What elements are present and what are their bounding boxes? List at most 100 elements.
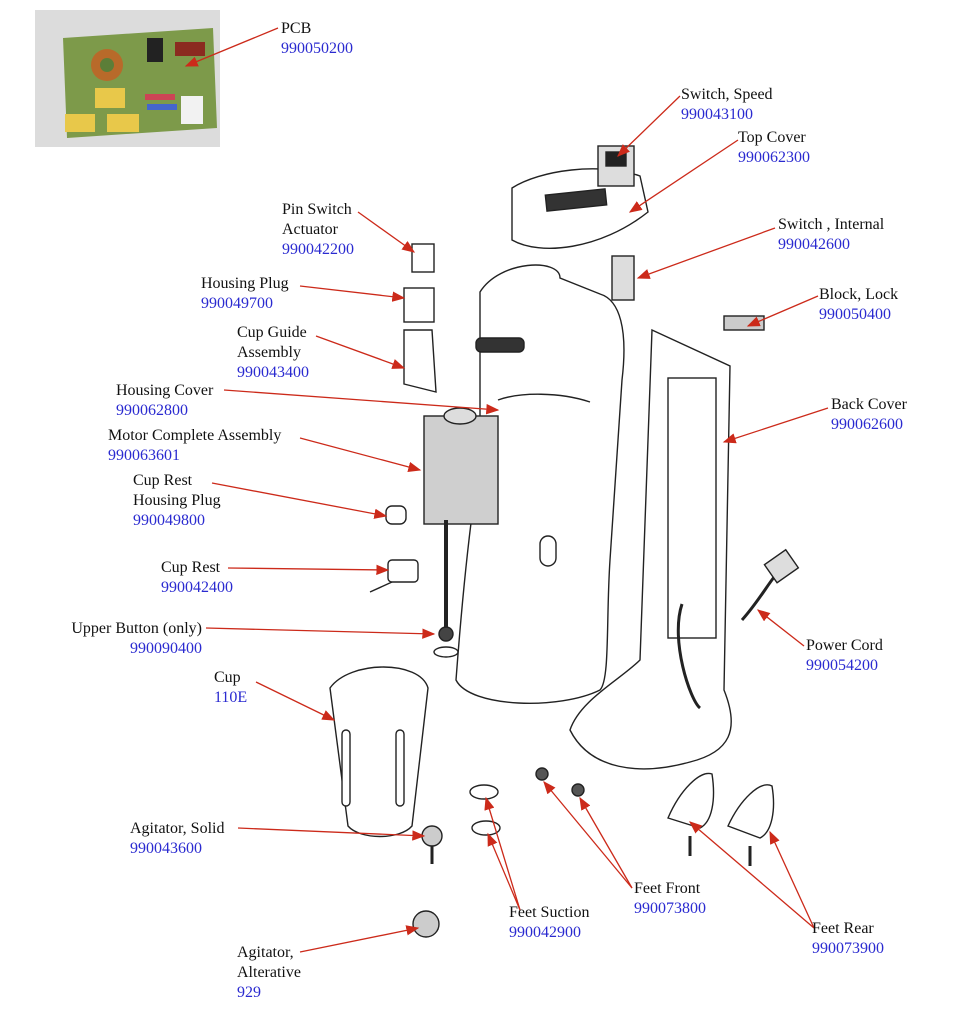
label-cup-guide-assembly-name-1: Cup Guide [237,324,307,341]
leader-housing-cover [223,389,500,415]
pcb-photo [35,10,220,147]
label-pcb-name: PCB [281,20,312,37]
leader-feet-suction-2 [487,832,521,911]
label-upper-button-part: 990090400 [130,640,202,657]
label-motor-complete-assembly-part: 990063601 [108,447,180,464]
label-agitator-solid: Agitator, Solid 990043600 [130,819,224,859]
label-switch-internal-part: 990042600 [778,236,850,253]
back-cover-shape [569,328,732,770]
label-feet-front-name: Feet Front [634,880,701,897]
label-pin-switch-actuator: Pin Switch Actuator 990042200 [282,200,354,260]
leader-cup [255,681,336,721]
label-housing-plug-name: Housing Plug [201,275,289,292]
label-switch-internal-name: Switch , Internal [778,216,885,233]
leader-upper-button [205,627,436,639]
label-cup-guide-assembly-name-2: Assembly [237,344,301,361]
leader-feet-front-2 [579,796,633,889]
label-agitator-alternative: Agitator, Alterative 929 [237,943,301,1003]
label-agitator-alternative-part: 929 [237,984,261,1001]
foot-suction-1 [469,784,499,800]
label-housing-plug-part: 990049700 [201,295,273,312]
leader-feet-front-1 [543,780,633,889]
label-housing-cover-part: 990062800 [116,402,188,419]
label-pcb: PCB 990050200 [281,19,353,59]
label-cup-rest-name: Cup Rest [161,559,221,576]
label-switch-speed: Switch, Speed 990043100 [681,85,773,125]
label-motor-complete-assembly: Motor Complete Assembly 990063601 [108,426,281,466]
label-feet-front-part: 990073800 [634,900,706,917]
foot-rear-2 [727,784,775,839]
label-block-lock-name: Block, Lock [819,286,899,303]
label-cup-part: 110E [214,689,248,706]
label-power-cord: Power Cord 990054200 [806,636,883,676]
agitator-alternative-shape [412,910,440,938]
label-cup: Cup 110E [214,668,247,708]
label-motor-complete-assembly-name: Motor Complete Assembly [108,427,282,444]
foot-rear-1 [667,772,715,829]
label-housing-plug: Housing Plug 990049700 [201,274,289,314]
leader-cup-rest-plug [211,482,388,519]
leader-cup-rest [227,564,390,576]
label-block-lock-part: 990050400 [819,306,891,323]
label-cup-name: Cup [214,669,241,686]
cup-rest-shape [387,559,419,583]
leader-feet-rear-1 [689,821,815,929]
label-agitator-solid-part: 990043600 [130,840,202,857]
label-power-cord-name: Power Cord [806,637,883,654]
pin-switch-actuator-shape [411,243,435,273]
label-feet-rear: Feet Rear 990073900 [812,919,884,959]
leader-motor [299,437,422,473]
leader-switch-internal [636,227,776,279]
label-upper-button: Upper Button (only) 990090400 [58,619,202,659]
leader-back-cover [722,407,829,444]
label-pin-switch-actuator-name-1: Pin Switch [282,201,352,218]
leader-feet-suction-1 [484,796,521,911]
leader-top-cover [628,139,739,213]
label-cup-rest-part: 990042400 [161,579,233,596]
cup-rest-plug-shape [385,505,407,525]
label-switch-internal: Switch , Internal 990042600 [778,215,884,255]
leader-feet-rear-2 [769,830,815,929]
label-cup-guide-assembly-part: 990043400 [237,364,309,381]
label-back-cover: Back Cover 990062600 [831,395,907,435]
leader-switch-speed [617,95,681,157]
label-cup-rest-housing-plug-name-2: Housing Plug [133,492,221,509]
leader-cup-guide [315,335,406,369]
label-feet-suction-part: 990042900 [509,924,581,941]
top-cover-shape [511,168,649,249]
leader-agitator-alt [299,925,420,953]
label-block-lock: Block, Lock 990050400 [819,285,898,325]
foot-front-2 [571,783,585,797]
label-switch-speed-part: 990043100 [681,106,753,123]
label-top-cover: Top Cover 990062300 [738,128,810,168]
label-back-cover-name: Back Cover [831,396,907,413]
label-agitator-alternative-name-1: Agitator, [237,944,294,961]
label-cup-rest-housing-plug-part: 990049800 [133,512,205,529]
foot-front-1 [535,767,549,781]
label-housing-cover-name: Housing Cover [116,382,214,399]
leader-housing-plug [299,285,406,302]
foot-suction-2 [471,820,501,836]
cup-guide-shape [403,329,437,393]
label-feet-rear-part: 990073900 [812,940,884,957]
label-back-cover-part: 990062600 [831,416,903,433]
leader-pin-switch [357,211,416,253]
label-agitator-alternative-name-2: Alterative [237,964,301,981]
internal-switch-shape [611,255,635,301]
label-agitator-solid-name: Agitator, Solid [130,820,225,837]
label-pin-switch-actuator-part: 990042200 [282,241,354,258]
block-lock-shape [723,315,765,331]
label-cup-rest-housing-plug-name-1: Cup Rest [133,472,193,489]
agitator-solid-shape [421,825,443,847]
motor-shape [423,415,499,525]
leader-pcb [184,27,279,67]
leader-agitator-solid [237,827,426,841]
label-cup-rest: Cup Rest 990042400 [161,558,233,598]
label-pin-switch-actuator-name-2: Actuator [282,221,338,238]
label-switch-speed-name: Switch, Speed [681,86,773,103]
label-top-cover-part: 990062300 [738,149,810,166]
label-feet-suction-name: Feet Suction [509,904,590,921]
label-top-cover-name: Top Cover [738,129,806,146]
